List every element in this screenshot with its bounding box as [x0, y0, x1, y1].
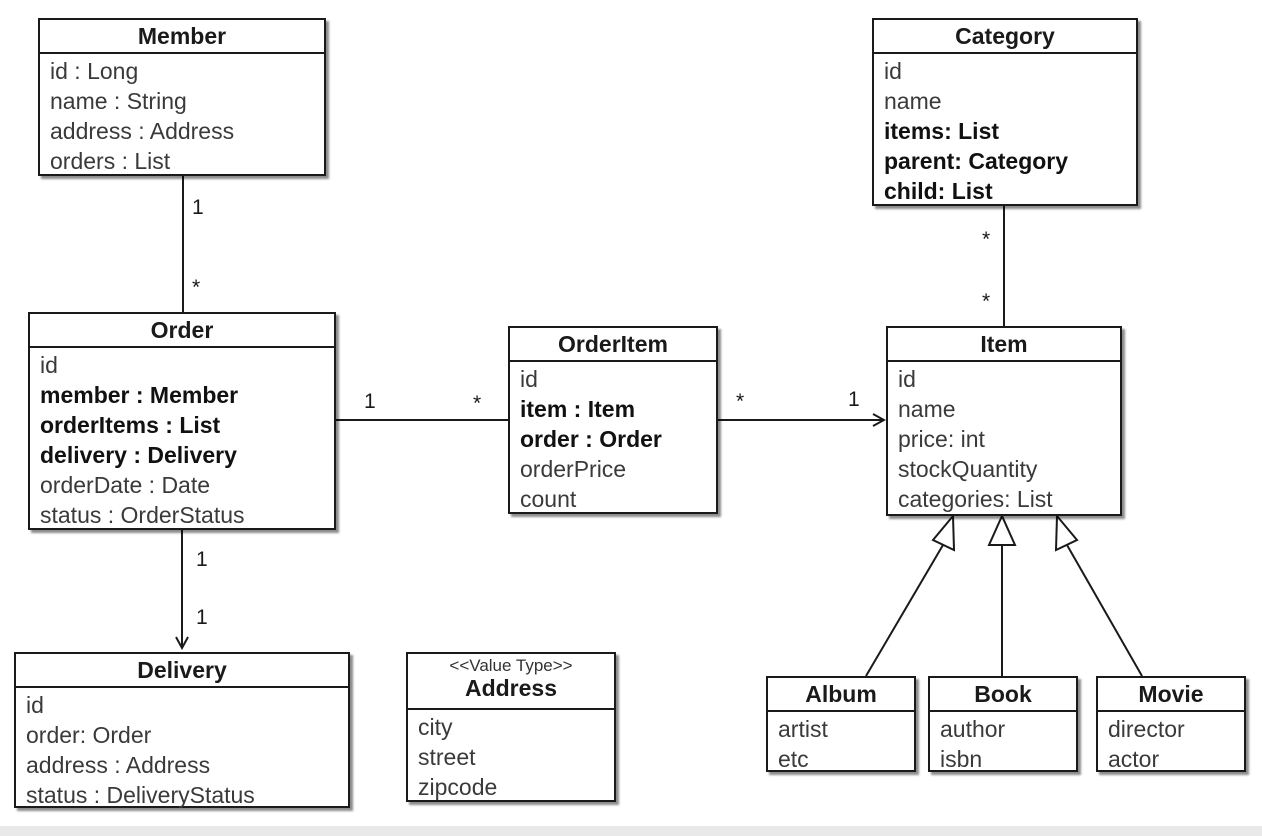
attribute: name: [884, 88, 942, 114]
attribute: order : Order: [520, 426, 662, 452]
attribute: categories: List: [898, 486, 1053, 512]
class-book: Book author isbn: [928, 676, 1078, 772]
attribute: etc: [778, 746, 809, 772]
stereotype-label: <<Value Type>>: [449, 656, 573, 675]
attribute: count: [520, 486, 577, 512]
attribute: name: [898, 396, 956, 422]
attribute: id: [520, 366, 538, 392]
class-item: Item id name price: int stockQuantity ca…: [886, 326, 1122, 516]
attribute: city: [418, 714, 453, 740]
attribute: orderItems : List: [40, 412, 221, 438]
attribute: status : DeliveryStatus: [26, 782, 255, 808]
multiplicity-label: *: [982, 290, 991, 313]
class-orderitem: OrderItem id item : Item order : Order o…: [508, 326, 718, 514]
class-title: Order: [30, 314, 334, 348]
class-delivery: Delivery id order: Order address : Addre…: [14, 652, 350, 808]
multiplicity-label: 1: [196, 606, 208, 629]
inheritance-album-item: [865, 513, 956, 677]
multiplicity-label: 1: [196, 548, 208, 571]
attribute: id: [898, 366, 916, 392]
multiplicity-label: *: [473, 392, 482, 415]
inheritance-book-item: [987, 513, 1017, 676]
attribute: actor: [1108, 746, 1160, 772]
attribute: director: [1108, 716, 1185, 742]
attribute: child: List: [884, 178, 993, 204]
multiplicity-label: *: [192, 276, 201, 299]
attribute: status : OrderStatus: [40, 502, 245, 528]
attribute: artist: [778, 716, 828, 742]
attribute: address : Address: [26, 752, 211, 778]
class-title: Album: [768, 678, 914, 712]
attribute: id : Long: [50, 58, 139, 84]
multiplicity-label: *: [736, 390, 745, 413]
class-title: Delivery: [16, 654, 348, 688]
class-title: Movie: [1098, 678, 1244, 712]
attribute: isbn: [940, 746, 983, 772]
attribute: id: [40, 352, 58, 378]
class-title: Item: [888, 328, 1120, 362]
attribute: price: int: [898, 426, 985, 452]
class-category: Category id name items: List parent: Cat…: [872, 18, 1138, 206]
attribute: stockQuantity: [898, 456, 1038, 482]
attribute: items: List: [884, 118, 1000, 144]
class-title: Member: [40, 20, 324, 54]
class-title: Address: [464, 675, 558, 701]
bottom-strip: [0, 826, 1262, 836]
class-header: <<Value Type>> Address: [408, 654, 614, 710]
attribute: zipcode: [418, 774, 498, 800]
class-album: Album artist etc: [766, 676, 916, 772]
attribute: id: [884, 58, 902, 84]
multiplicity-label: 1: [192, 196, 204, 219]
attribute: street: [418, 744, 476, 770]
multiplicity-label: 1: [848, 388, 860, 411]
class-movie: Movie director actor: [1096, 676, 1246, 772]
class-title: Category: [874, 20, 1136, 54]
attribute: orderDate : Date: [40, 472, 211, 498]
inheritance-movie-item: [1054, 513, 1143, 677]
attribute: delivery : Delivery: [40, 442, 237, 468]
class-order: Order id member : Member orderItems : Li…: [28, 312, 336, 530]
class-title: Book: [930, 678, 1076, 712]
attribute: id: [26, 692, 44, 718]
attribute: author: [940, 716, 1006, 742]
class-member: Member id : Long name : String address :…: [38, 18, 326, 176]
multiplicity-label: 1: [364, 390, 376, 413]
attribute: parent: Category: [884, 148, 1069, 174]
attribute: orderPrice: [520, 456, 627, 482]
class-title: OrderItem: [510, 328, 716, 362]
attribute: item : Item: [520, 396, 636, 422]
attribute: order: Order: [26, 722, 152, 748]
attribute: name : String: [50, 88, 187, 114]
class-address: <<Value Type>> Address city street zipco…: [406, 652, 616, 802]
multiplicity-label: *: [982, 228, 991, 251]
attribute: orders : List: [50, 148, 171, 174]
attribute: address : Address: [50, 118, 235, 144]
attribute: member : Member: [40, 382, 239, 408]
